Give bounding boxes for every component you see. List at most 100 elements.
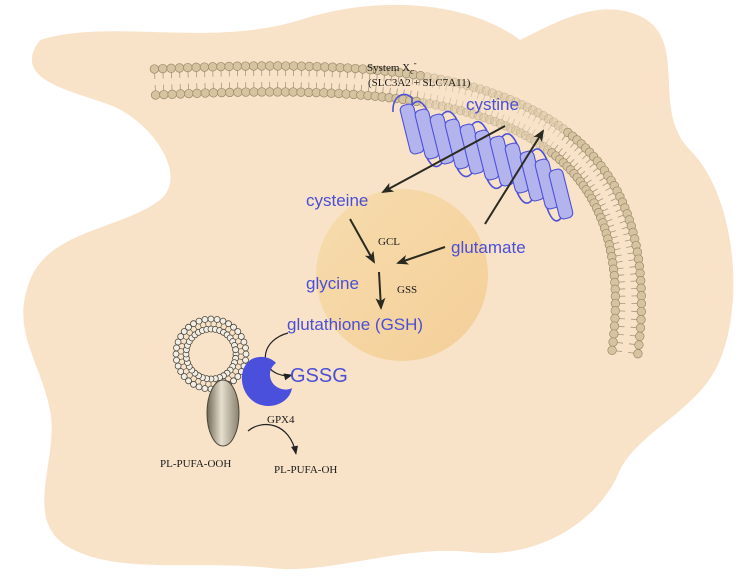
vesicle-lipid-head xyxy=(232,346,240,354)
gssg-label: GSSG xyxy=(290,365,348,387)
lipid-tail xyxy=(520,123,526,134)
lipid-tail xyxy=(477,106,482,116)
lipid-tail xyxy=(435,95,439,105)
lipid-tail xyxy=(445,80,449,91)
lipid-head xyxy=(490,116,500,127)
pl-pufa-oh-label: PL-PUFA-OH xyxy=(274,464,337,476)
lipid-tail xyxy=(500,114,505,124)
lipid-head xyxy=(265,61,275,71)
lipid-tail xyxy=(511,101,517,112)
lipid-head xyxy=(449,77,459,87)
lipid-head xyxy=(288,61,299,71)
lipid-head xyxy=(475,84,485,94)
lipid-head xyxy=(200,88,210,98)
lipid-head xyxy=(199,62,210,72)
vesicle-lipid-head xyxy=(190,320,197,328)
lipid-head xyxy=(240,61,251,71)
transporter-loop xyxy=(516,191,533,204)
lipid-tail xyxy=(525,126,531,136)
vesicle-lipid-head xyxy=(195,317,203,325)
lipid-head xyxy=(175,89,186,99)
vesicle-lipid-head xyxy=(201,316,209,323)
lipid-head xyxy=(418,97,428,108)
vesicle-lipid-head xyxy=(201,385,209,392)
lipid-head xyxy=(183,62,193,73)
transporter-title: System Xc- xyxy=(367,58,417,76)
lipid-head xyxy=(192,88,202,98)
gpx4-enzyme-icon xyxy=(241,356,292,407)
lipid-tail xyxy=(432,78,435,88)
transporter-loop xyxy=(501,132,518,145)
lipid-head xyxy=(553,120,564,130)
lipid-tail xyxy=(429,93,432,104)
lipid-head xyxy=(216,87,227,98)
lipid-head xyxy=(184,88,194,99)
lipid-head xyxy=(159,89,169,100)
vesicle-lipid-head xyxy=(185,323,192,331)
vesicle-lipid-head xyxy=(234,328,242,335)
lipid-head xyxy=(538,142,549,152)
gss-label: GSS xyxy=(397,284,417,296)
vesicle-lipid-head xyxy=(180,373,188,380)
lipid-tail xyxy=(464,85,468,96)
lipid-head xyxy=(487,88,497,98)
lipid-head xyxy=(511,125,521,136)
lipid-head xyxy=(312,61,322,72)
lipid-tail xyxy=(510,118,516,129)
lipid-head xyxy=(257,61,267,71)
transporter-loop xyxy=(531,148,548,161)
lipid-head xyxy=(320,62,330,72)
lipid-head xyxy=(233,87,243,97)
lipid-head xyxy=(456,79,466,89)
lipid-head xyxy=(450,104,460,114)
gsh-to-gssg-arrow xyxy=(264,332,293,381)
lipid-head xyxy=(493,90,504,100)
cystine-label: cystine xyxy=(466,95,519,114)
lipid-vesicle xyxy=(172,315,250,393)
transport-arrows xyxy=(381,125,545,225)
transporter-loop xyxy=(471,120,488,132)
lipid-head xyxy=(149,64,160,74)
lipid-head xyxy=(296,87,306,97)
lipid-head xyxy=(538,111,548,121)
lipid-reduction-arrow xyxy=(247,423,298,455)
lipid-tail xyxy=(494,112,499,122)
vesicle-lipid-head xyxy=(177,368,185,375)
lipid-tail xyxy=(470,87,475,97)
gpx4-label: GPX4 xyxy=(267,414,295,426)
lipid-tail xyxy=(472,104,476,115)
vesicle-lipid-head xyxy=(180,328,188,335)
system-xc-transporter xyxy=(392,93,574,222)
lipid-head xyxy=(208,62,218,72)
lipid-head xyxy=(473,111,483,121)
lipid-head xyxy=(500,121,511,131)
lipid-head xyxy=(481,86,491,96)
glutamate-label: glutamate xyxy=(451,238,526,257)
glutamate-export-arrow xyxy=(484,129,545,225)
transporter-tail xyxy=(392,93,413,113)
lipid-head xyxy=(288,87,298,97)
lipid-tail xyxy=(527,109,533,119)
lipid-head xyxy=(281,61,291,71)
lipid-tail xyxy=(517,104,522,114)
lipid-head xyxy=(174,63,185,73)
lipid-head xyxy=(280,87,291,97)
vesicle-lipid-head xyxy=(225,320,232,328)
lipid-head xyxy=(462,80,472,91)
lipid-tail xyxy=(482,90,487,101)
lipid-head xyxy=(608,337,618,347)
lipid-head xyxy=(296,61,307,71)
lipid-head xyxy=(424,99,435,109)
glycine-to-gsh-arrow xyxy=(375,271,386,310)
vesicle-lipid-head xyxy=(195,383,203,391)
lipid-head xyxy=(415,71,426,81)
vesicle-lipid-head xyxy=(173,344,180,352)
pl-pufa-ooh-molecule xyxy=(206,379,240,447)
lipid-tail xyxy=(425,76,428,87)
lipid-head xyxy=(456,105,466,116)
lipid-tail xyxy=(522,106,528,117)
lipid-head xyxy=(225,87,235,98)
lipid-head xyxy=(607,345,617,355)
transporter-loop xyxy=(411,100,428,111)
